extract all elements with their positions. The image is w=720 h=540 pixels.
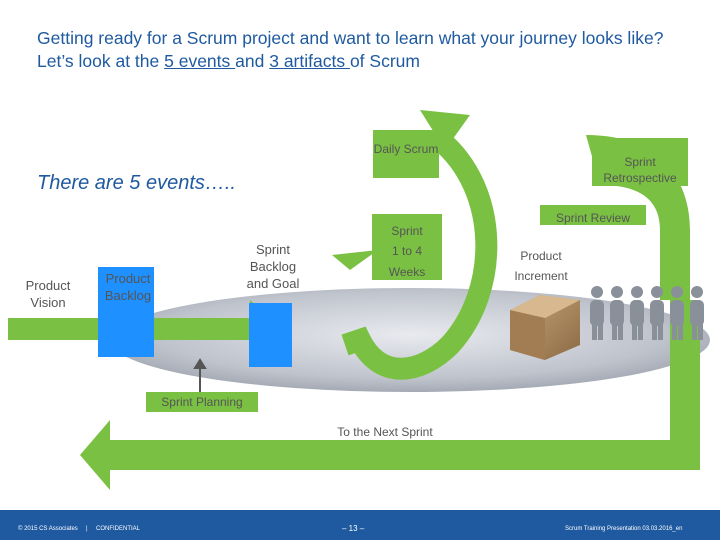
daily-scrum-loop: [341, 131, 498, 380]
next-sprint-arrow: [80, 300, 700, 490]
sprint-review-panel: [540, 205, 646, 225]
footer-confidential: CONFIDENTIAL: [96, 526, 141, 532]
daily-scrum-label: Daily Scrum: [373, 142, 439, 156]
sprint-retro-panel: [592, 138, 688, 186]
sprint-retro-label: Sprint Retrospective: [603, 155, 677, 185]
sprint-backlog-label: Sprint Backlog and Goal: [246, 242, 300, 291]
product-backlog-box: [98, 267, 154, 357]
product-increment-line-1: Product: [520, 249, 562, 263]
daily-scrum-arrowhead-left: [332, 250, 378, 270]
sprint-planning-label: Sprint Planning: [161, 395, 243, 409]
product-backlog-label: Product Backlog: [104, 271, 152, 303]
sprint-length-line-3: Weeks: [388, 265, 426, 279]
page-title: Getting ready for a Scrum project and wa…: [37, 27, 697, 73]
artifacts-link[interactable]: 3 artifacts: [269, 51, 350, 71]
sprint-length-line-1: Sprint: [391, 224, 423, 238]
sprint-review-label: Sprint Review: [555, 211, 631, 225]
daily-scrum-arrowhead-top: [420, 110, 470, 150]
product-increment-line-2: Increment: [514, 269, 568, 283]
product-vision-label: Product Vision: [25, 278, 71, 310]
daily-scrum-panel: [373, 130, 439, 178]
footer-copyright: © 2015 CS Associates: [18, 526, 78, 532]
sprint-backlog-box: [249, 303, 292, 367]
events-link[interactable]: 5 events: [164, 51, 236, 71]
sprint-length-line-2: 1 to 4: [391, 244, 423, 258]
events-heading: There are 5 events…..: [37, 172, 236, 194]
footer-page-number: – 13 –: [342, 524, 365, 533]
title-text-1: Getting ready for a Scrum project and wa…: [37, 28, 664, 71]
title-text-2: and: [235, 51, 270, 71]
title-text-3: of Scrum: [349, 51, 420, 71]
footer-doc-id: Scrum Training Presentation 03.03.2016_e…: [565, 526, 683, 532]
footer-bar: [0, 510, 720, 540]
sprint-weeks-panel: [372, 214, 442, 280]
team-people-icon: [590, 286, 704, 340]
next-sprint-label: To the Next Sprint: [337, 425, 433, 439]
footer-separator: |: [86, 526, 88, 532]
sprint-planning-pointer: [193, 358, 207, 395]
product-increment-box: [510, 295, 580, 360]
sprint-planning-panel: [146, 392, 258, 412]
